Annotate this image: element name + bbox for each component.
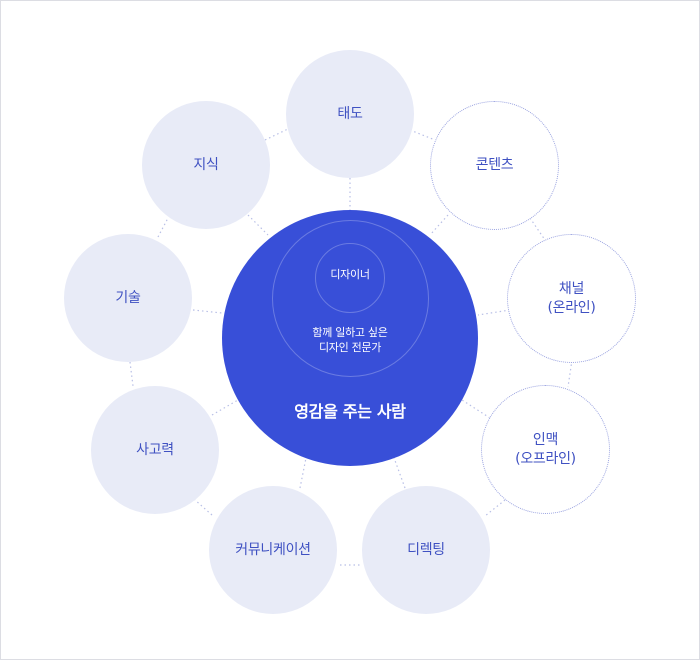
link-network-directing (484, 499, 506, 517)
node-technique: 기술 (64, 234, 192, 362)
node-attitude-label: 태도 (337, 105, 363, 122)
node-network-offline: 인맥 (오프라인) (481, 385, 610, 514)
spoke-technique (192, 309, 223, 314)
spoke-channel (477, 309, 511, 316)
node-attitude: 태도 (286, 50, 414, 178)
link-channel-network (567, 359, 573, 388)
outer-ring-label: 함께 일하고 싶은 디자인 전문가 (312, 326, 388, 354)
node-communication-label: 커뮤니케이션 (235, 541, 311, 558)
inner-ring-label: 디자이너 (330, 268, 370, 281)
inner-ring (315, 243, 385, 313)
node-technique-label: 기술 (115, 289, 141, 306)
link-thinking-technique (129, 361, 134, 387)
node-channel-online-label: 채널 (온라인) (547, 280, 596, 316)
link-knowledge-attitude (264, 127, 291, 141)
node-knowledge: 지식 (142, 101, 270, 229)
spoke-communication (299, 457, 307, 489)
node-network-offline-label: 인맥 (오프라인) (515, 431, 576, 467)
spoke-thinking (211, 399, 239, 416)
link-content-channel (529, 217, 546, 241)
core-label: 영감을 주는 사람 (294, 402, 406, 421)
node-content: 콘텐츠 (430, 101, 559, 230)
spoke-content (429, 214, 449, 236)
node-directing-label: 디렉팅 (407, 541, 445, 558)
node-knowledge-label: 지식 (193, 156, 219, 173)
node-content-label: 콘텐츠 (475, 157, 514, 173)
node-communication: 커뮤니케이션 (209, 486, 337, 614)
link-communication-thinking (194, 499, 213, 516)
spoke-directing (392, 454, 406, 489)
node-directing: 디렉팅 (362, 486, 490, 614)
link-technique-knowledge (157, 217, 169, 238)
node-thinking-label: 사고력 (136, 441, 174, 458)
node-thinking: 사고력 (91, 386, 219, 514)
spoke-network (461, 399, 491, 419)
link-attitude-content (409, 129, 436, 141)
outer-ring (272, 220, 429, 377)
spoke-knowledge (247, 214, 269, 236)
node-channel-online: 채널 (온라인) (507, 234, 636, 363)
